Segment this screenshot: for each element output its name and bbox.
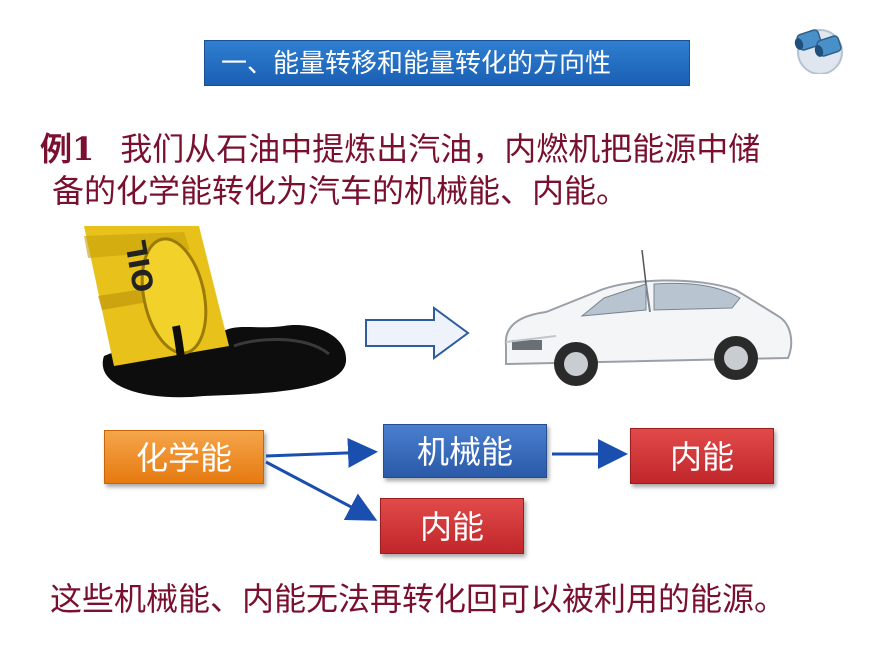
mechanical-energy-box: 机械能 (383, 424, 547, 478)
arrow-chem-to-internal (265, 460, 378, 521)
arrow-chem-to-mech (265, 437, 378, 468)
example-line-1-text: 我们从石油中提炼出汽油，内燃机把能源中储 (120, 130, 761, 168)
example-line-2: 备的化学能转化为汽车的机械能、内能。 (52, 172, 629, 210)
example-label: 例1 (40, 130, 95, 168)
oil-barrel-image: OIL (84, 226, 347, 398)
example-line-1: 例1 我们从石油中提炼出汽油，内燃机把能源中储 (40, 128, 840, 170)
chemical-energy-box: 化学能 (104, 430, 264, 484)
car-image (504, 249, 793, 386)
binoculars-icon (794, 29, 843, 74)
internal-energy-box-1: 内能 (630, 428, 774, 484)
conclusion-text: 这些机械能、内能无法再转化回可以被利用的能源。 (50, 580, 787, 618)
internal-energy-box-2: 内能 (380, 498, 524, 554)
section-title: 一、能量转移和能量转化的方向性 (204, 40, 690, 86)
right-arrow-icon (365, 306, 470, 360)
example-text: 例1 我们从石油中提炼出汽油，内燃机把能源中储 备的化学能转化为汽车的机械能、内能… (40, 128, 840, 212)
